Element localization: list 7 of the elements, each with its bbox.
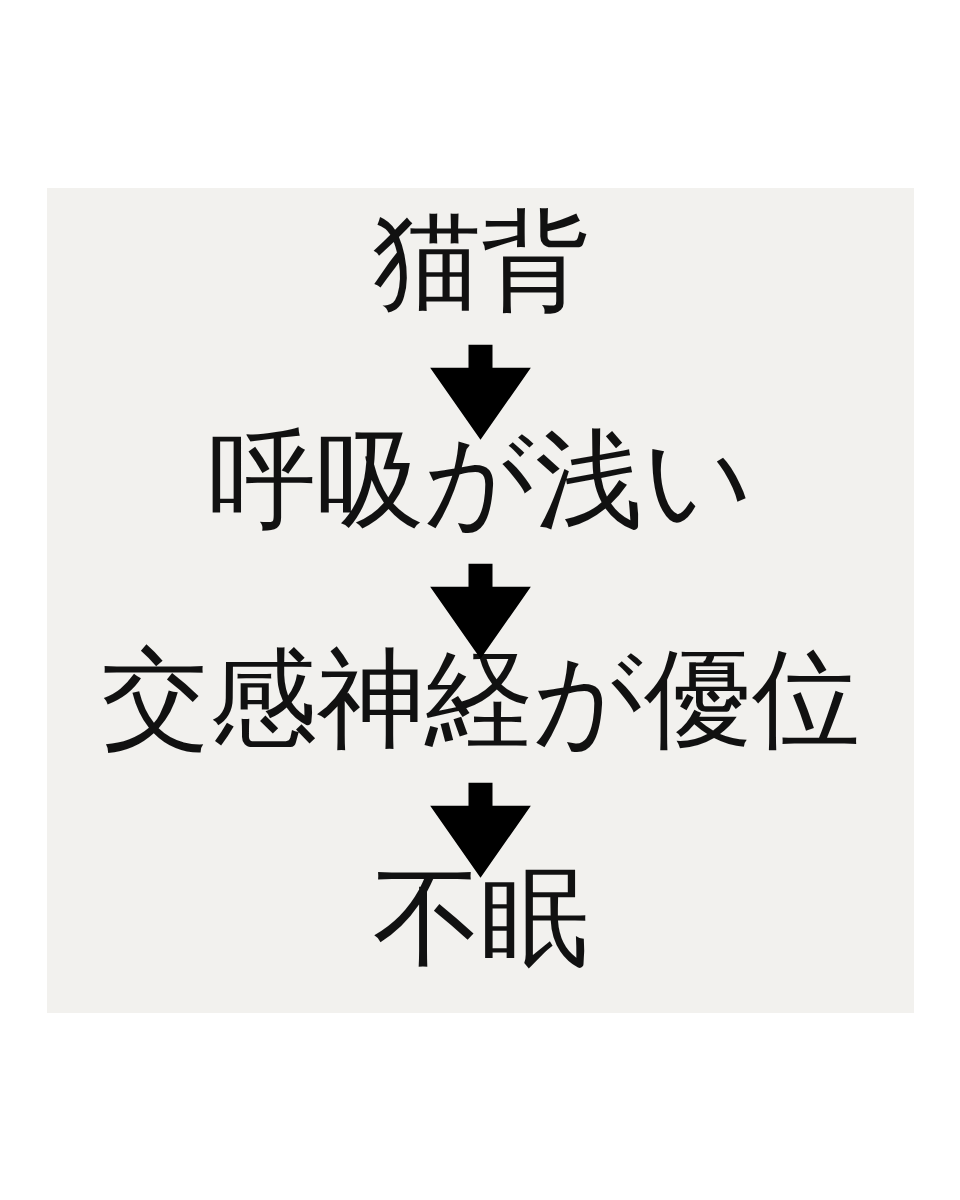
node-text: 不眠 xyxy=(372,854,588,980)
node-text: 猫背 xyxy=(372,197,588,323)
arrow xyxy=(429,344,531,440)
node-text: 呼吸が浅い xyxy=(207,416,753,542)
node-text: 交感神経が優位 xyxy=(100,635,860,761)
arrow xyxy=(429,563,531,659)
arrow xyxy=(429,782,531,878)
